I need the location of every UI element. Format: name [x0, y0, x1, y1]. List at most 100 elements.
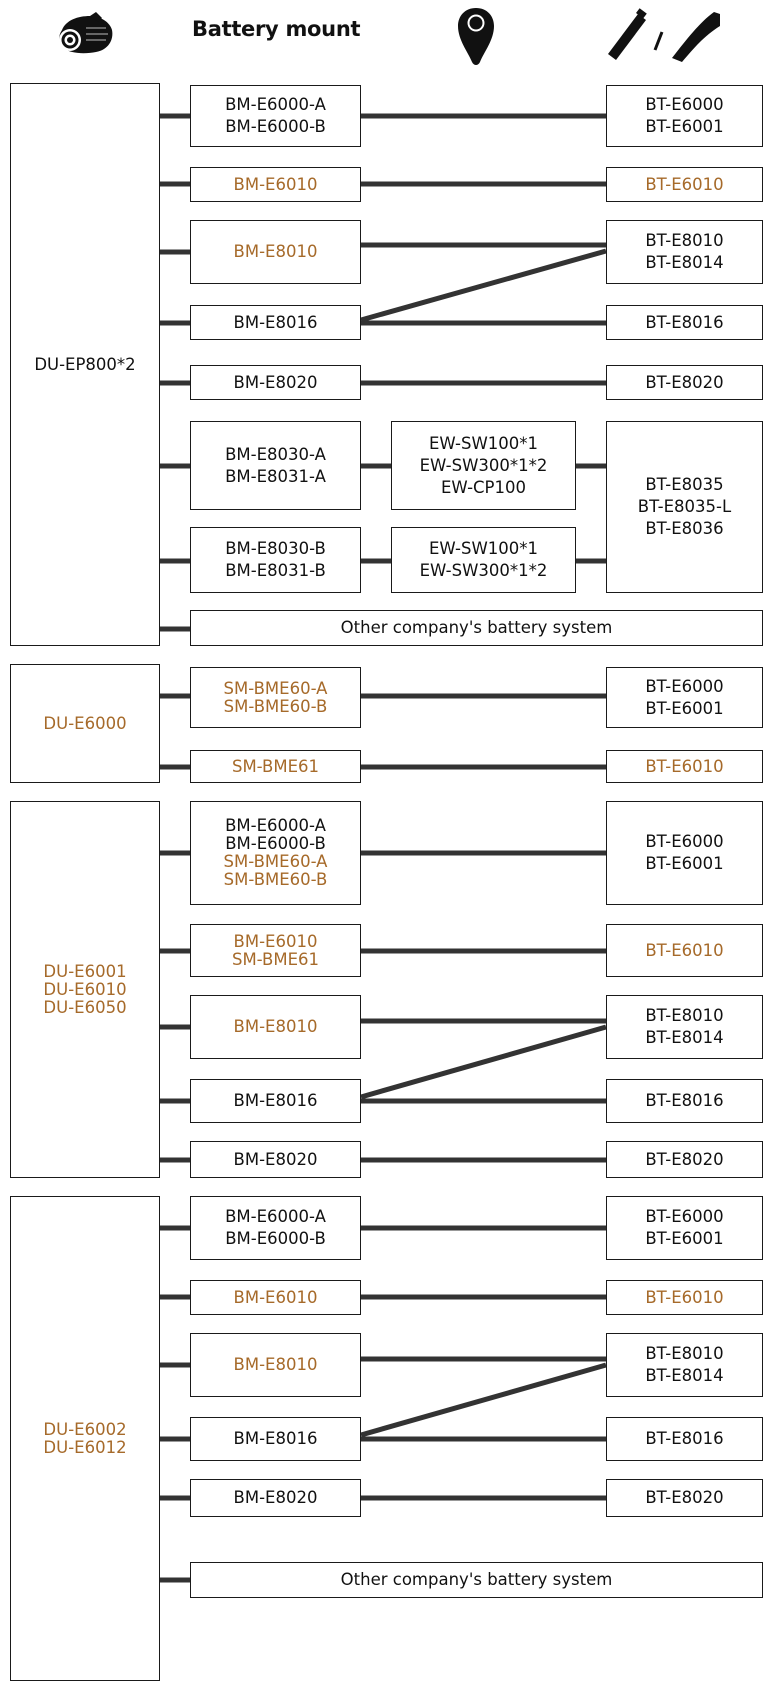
battery-mount-box: BM-E8016 — [190, 305, 361, 340]
battery-tube-icon — [608, 8, 720, 62]
mount-label: BM-E8010 — [233, 1017, 318, 1036]
batterie-label: BT-E6000 — [645, 1207, 724, 1226]
mount-label: BM-E8016 — [233, 1091, 318, 1110]
battery-mount-box: BM-E8010 — [190, 220, 361, 284]
mount-label: SM-BME60-A — [223, 678, 328, 698]
batterie-label: BT-E8016 — [645, 312, 724, 332]
battery-box: BT-E8016 — [606, 1079, 763, 1123]
switche-label: EW-SW100*1 — [428, 433, 539, 453]
switche-label: EW-SW300*1*2 — [419, 455, 548, 475]
connector-diagonal — [360, 1024, 607, 1100]
mount-label: BM-E8030-B — [225, 539, 326, 558]
battery-box: BT-E8016 — [606, 305, 763, 340]
batterie-label: BT-E8014 — [645, 253, 724, 272]
batterie-label: BT-E6010 — [645, 756, 724, 776]
mount-label: BM-E8031-B — [225, 561, 326, 580]
batterie-label: BT-E8016 — [645, 1429, 724, 1448]
mount-label: SM-BME60-B — [223, 870, 328, 889]
batterie-label: BT-E8010 — [645, 1006, 724, 1025]
batterie-label: BT-E8020 — [645, 1149, 724, 1169]
batterie-label: BT-E6000 — [645, 676, 724, 696]
mount-label: BM-E8020 — [233, 372, 318, 392]
batterie-label: BT-E6010 — [645, 174, 724, 194]
mount-label: BM-E8031-A — [225, 466, 326, 486]
battery-mount-box: BM-E8020 — [190, 1479, 361, 1517]
mount-label: SM-BME60-B — [223, 696, 328, 716]
connector-diagonal — [360, 248, 607, 323]
mount-label: SM-BME61 — [231, 756, 320, 776]
mount-label: BM-E8020 — [233, 1488, 318, 1507]
batterie-label: BT-E6000 — [645, 95, 724, 114]
batterie-label: BT-E6001 — [645, 1229, 724, 1248]
battery-box: BT-E8016 — [606, 1417, 763, 1461]
battery-mount-box: BM-E8010 — [190, 995, 361, 1059]
battery-mount-box: SM-BME61 — [190, 750, 361, 783]
mount-label: BM-E8030-A — [225, 444, 326, 464]
mount-label: BM-E6000-B — [225, 1229, 326, 1248]
batterie-label: BT-E8020 — [645, 1488, 724, 1507]
mount-label: BM-E6000-A — [225, 95, 326, 114]
batterie-label: BT-E6001 — [645, 854, 724, 873]
batterie-label: BT-E6000 — [645, 832, 724, 851]
header-title: Battery mount — [192, 17, 361, 41]
battery-box: BT-E6010 — [606, 750, 763, 783]
mount-label: BM-E6010 — [233, 1287, 318, 1307]
batterie-label: BT-E8014 — [645, 1028, 724, 1047]
batterie-label: BT-E6001 — [645, 698, 724, 718]
mount-label: SM-BME60-A — [223, 852, 328, 871]
battery-box: BT-E6010 — [606, 1280, 763, 1315]
battery-box: BT-E8020 — [606, 1141, 763, 1178]
battery-mount-box: BM-E8016 — [190, 1417, 361, 1461]
battery-mount-box: BM-E8020 — [190, 1141, 361, 1178]
battery-mount-box: BM-E6010 — [190, 1280, 361, 1315]
battery-mount-box: BM-E6010 — [190, 167, 361, 202]
battery-box: BT-E6010 — [606, 924, 763, 977]
battery-box: BT-E8020 — [606, 1479, 763, 1517]
mount-label: BM-E8010 — [233, 1355, 318, 1374]
batterie-label: BT-E6001 — [645, 117, 724, 136]
drive-unit-label: DU-E6001 — [43, 961, 127, 981]
mount-label: SM-BME61 — [231, 949, 320, 969]
drive-unit-label: DU-E6012 — [43, 1437, 127, 1457]
mount-label: BM-E8010 — [233, 242, 318, 261]
switch-icon — [458, 8, 494, 65]
batterie-label: BT-E8020 — [645, 372, 724, 392]
drive-unit-icon — [59, 12, 113, 54]
drive-unit-label: DU-EP800*2 — [34, 354, 136, 374]
switche-label: EW-SW100*1 — [428, 539, 539, 558]
mount-label: BM-E6010 — [233, 174, 318, 194]
other-battery-system-label: Other company's battery system — [340, 1570, 613, 1589]
switche-label: EW-SW300*1*2 — [419, 561, 548, 580]
drive-unit-label: DU-E6050 — [43, 997, 127, 1017]
batterie-label: BT-E8010 — [645, 1344, 724, 1363]
battery-mount-box: BM-E8020 — [190, 365, 361, 400]
mount-label: BM-E8020 — [233, 1149, 318, 1169]
mount-label: BM-E6000-B — [225, 117, 326, 136]
batterie-label: BT-E8010 — [645, 231, 724, 250]
other-battery-system-box: Other company's battery system — [190, 1562, 763, 1598]
other-battery-system-box: Other company's battery system — [190, 610, 763, 646]
batterie-label: BT-E6010 — [645, 940, 724, 960]
drive-unit-label: DU-E6000 — [43, 713, 127, 733]
batterie-label: BT-E6010 — [645, 1287, 724, 1307]
batterie-label: BT-E8016 — [645, 1091, 724, 1110]
other-battery-system-label: Other company's battery system — [340, 618, 613, 637]
mount-label: BM-E8016 — [233, 1429, 318, 1448]
